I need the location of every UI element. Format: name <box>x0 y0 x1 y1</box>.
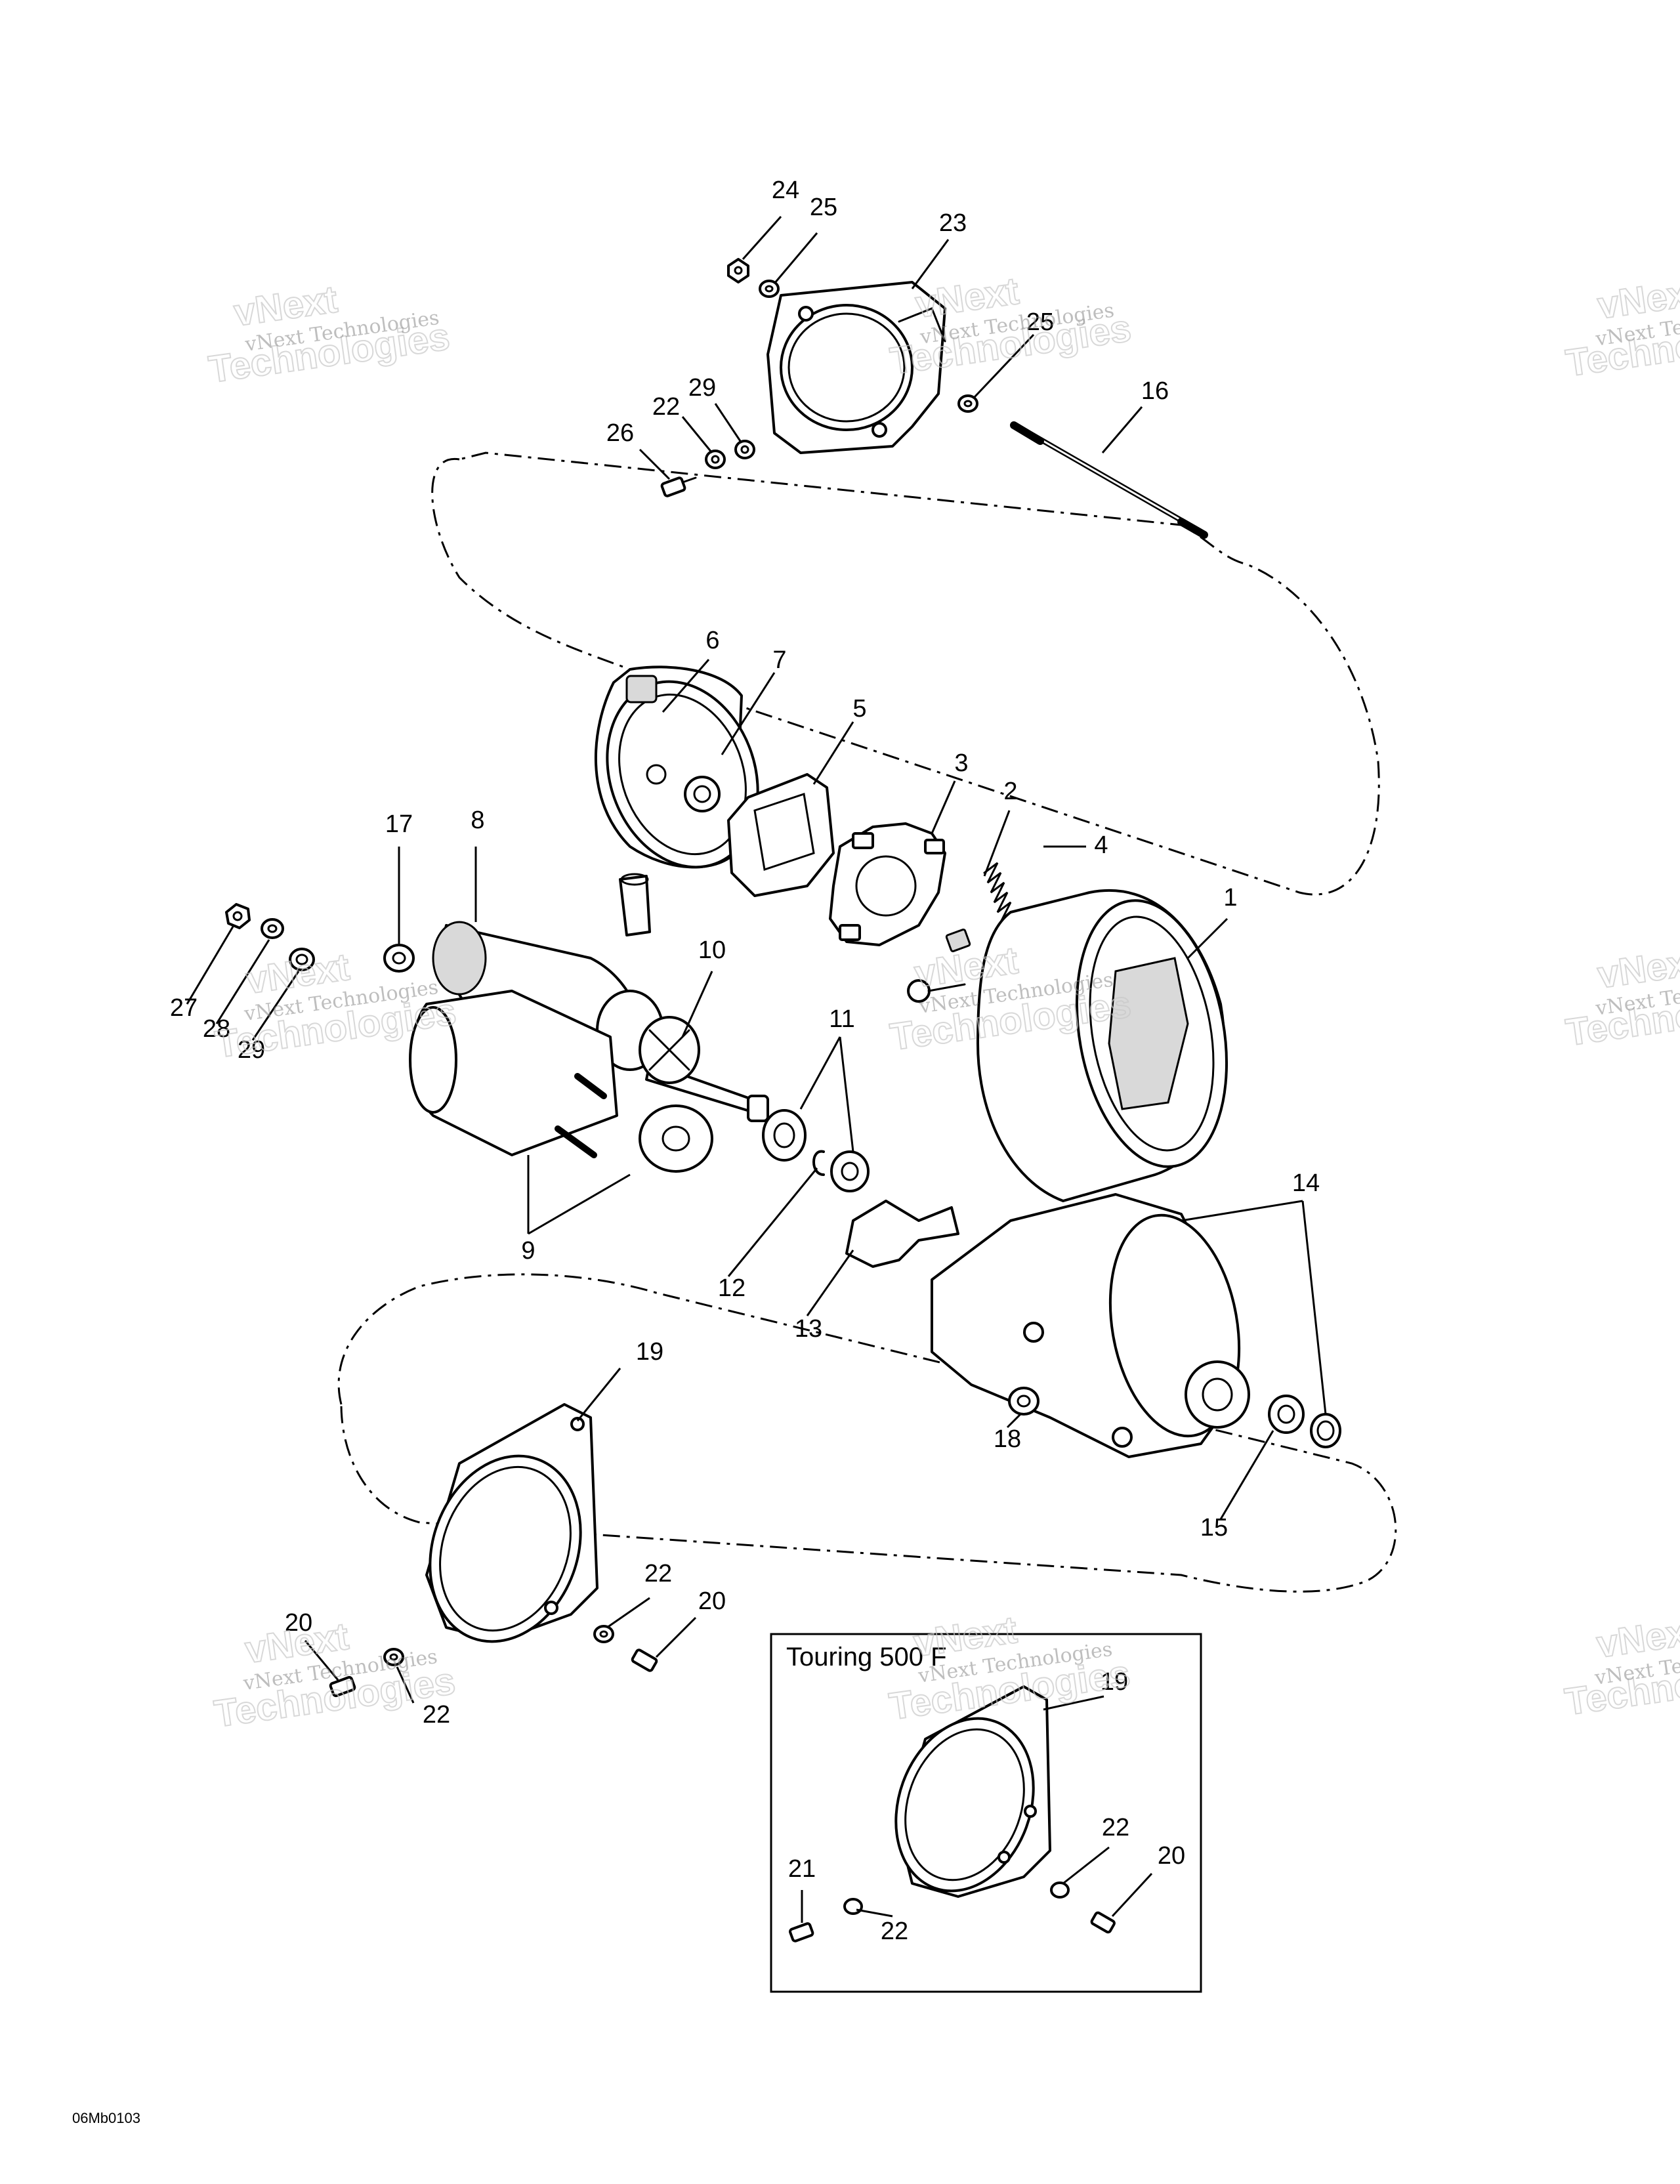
callout-24: 24 <box>772 177 799 204</box>
pinion-10 <box>639 1016 700 1084</box>
brush-holder-3 <box>829 822 946 946</box>
callout-2: 2 <box>1003 778 1017 805</box>
yoke-1 <box>907 889 1228 1202</box>
callout-15: 15 <box>1200 1514 1228 1542</box>
callout-labels: 24 25 23 25 16 26 22 29 6 7 5 3 2 4 1 17… <box>170 177 1320 1945</box>
nut-24 <box>727 258 749 284</box>
callout-28: 28 <box>203 1015 230 1043</box>
screw-20-right <box>631 1648 658 1672</box>
callout-19-inset: 19 <box>1101 1668 1128 1696</box>
washer-28 <box>261 918 284 939</box>
watermark-3: vNext Technologies vNext Technologies <box>1563 270 1680 385</box>
nut-17 <box>383 944 415 973</box>
callout-29-top: 29 <box>688 374 716 402</box>
callout-20-inset: 20 <box>1158 1842 1185 1870</box>
callout-7: 7 <box>772 646 786 674</box>
callout-23: 23 <box>939 209 967 237</box>
washer-29-top <box>734 440 755 459</box>
callout-4: 4 <box>1094 831 1108 859</box>
washer-11 <box>830 1150 870 1192</box>
callout-22-inset-left: 22 <box>881 1918 908 1945</box>
group-outline-upper <box>431 452 1380 896</box>
inset-touring: Touring 500 F <box>770 1633 1202 1993</box>
washer-22-inset-left <box>843 1898 863 1915</box>
screw-20-inset <box>1090 1911 1116 1934</box>
callout-17: 17 <box>385 810 413 838</box>
watermarks: vNext Technologies vNext Technologies vN… <box>205 269 1680 1736</box>
brush-plate-5 <box>727 773 835 897</box>
callout-20-left: 20 <box>285 1609 312 1637</box>
spring-2 <box>983 862 1012 923</box>
mounting-plate-23 <box>766 281 946 454</box>
callout-8: 8 <box>471 807 484 834</box>
ring-15 <box>1310 1413 1341 1448</box>
washer-22-right <box>593 1625 614 1643</box>
washer-25-right <box>957 394 978 413</box>
watermark-9: vNext Technologies vNext Technologies <box>1562 1608 1680 1724</box>
callout-22-inset-right: 22 <box>1102 1814 1129 1841</box>
watermark-7: vNext Technologies vNext Technologies <box>211 1614 459 1736</box>
callout-16: 16 <box>1141 377 1169 405</box>
through-bolt-16 <box>1010 421 1208 539</box>
screw-26 <box>660 476 697 497</box>
watermark-2: vNext Technologies vNext Technologies <box>887 269 1135 384</box>
callout-20-right: 20 <box>698 1587 726 1615</box>
callout-3: 3 <box>954 749 968 777</box>
bushing-15 <box>1268 1395 1305 1434</box>
washer-22-left <box>383 1648 404 1666</box>
callout-22-left: 22 <box>423 1701 450 1729</box>
washer-25-top <box>759 280 780 298</box>
callout-27: 27 <box>170 994 198 1022</box>
callout-22-top: 22 <box>652 393 680 421</box>
callout-1: 1 <box>1223 884 1237 912</box>
callout-14: 14 <box>1292 1169 1320 1197</box>
leader-lines <box>186 216 1327 1923</box>
bearing-11 <box>762 1109 807 1162</box>
callout-5: 5 <box>852 695 866 723</box>
screw-20-left <box>329 1675 356 1698</box>
callout-21-inset: 21 <box>788 1855 816 1883</box>
brush-4 <box>945 928 971 953</box>
inset-frame <box>770 1633 1202 1993</box>
callout-19: 19 <box>636 1338 663 1366</box>
screw-21-inset <box>789 1922 814 1942</box>
callout-29-left: 29 <box>238 1036 265 1064</box>
callout-22-right: 22 <box>644 1560 672 1587</box>
callout-13: 13 <box>795 1315 822 1343</box>
callout-11: 11 <box>829 1005 854 1033</box>
inset-title: Touring 500 F <box>786 1643 947 1671</box>
watermark-6: vNext Technologies vNext Technologies <box>1563 939 1680 1055</box>
callout-12: 12 <box>718 1274 746 1302</box>
adapter-plate-19 <box>425 1403 598 1643</box>
washer-29-left <box>289 948 315 971</box>
callout-18: 18 <box>994 1425 1021 1453</box>
callout-26: 26 <box>606 419 634 447</box>
callout-9: 9 <box>521 1237 535 1265</box>
nut-27 <box>225 903 251 929</box>
bushing-18 <box>1008 1387 1040 1416</box>
callout-25-top: 25 <box>810 194 837 221</box>
adapter-plate-19-inset <box>894 1685 1051 1898</box>
group-outline-lower <box>337 1273 1397 1593</box>
end-cover-6 <box>594 665 759 936</box>
washer-22-inset-right <box>1050 1881 1070 1899</box>
callout-25-right: 25 <box>1026 308 1054 336</box>
callout-6: 6 <box>705 627 719 654</box>
washer-22-top <box>705 450 726 469</box>
callout-10: 10 <box>698 936 726 964</box>
drive-housing-14 <box>931 1193 1250 1458</box>
reference-code: 06Mb0103 <box>72 2110 140 2126</box>
shift-lever-13 <box>845 1200 959 1268</box>
solenoid-9 <box>409 990 713 1173</box>
watermark-1: vNext Technologies vNext Technologies <box>205 277 453 392</box>
